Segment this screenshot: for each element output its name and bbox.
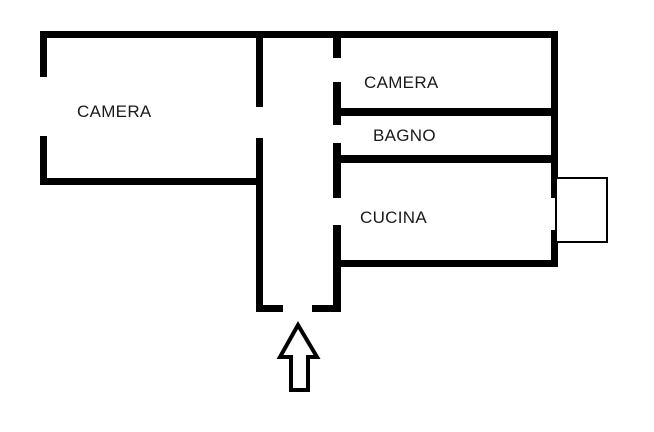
- wall-corridor-left-lower: [256, 138, 263, 312]
- wall-camera-left-bottom: [40, 178, 263, 185]
- wall-corridor-left-upper: [256, 31, 263, 107]
- wall-corridor-right-1: [333, 31, 341, 58]
- wall-cucina-bottom: [333, 260, 558, 267]
- wall-corridor-right-3: [333, 143, 341, 198]
- wall-right-lower: [551, 230, 558, 267]
- wall-top: [40, 31, 558, 38]
- room-label-camera-left: CAMERA: [77, 102, 152, 121]
- wall-divider-camera-bagno: [333, 108, 558, 116]
- room-label-cucina: CUCINA: [360, 208, 427, 227]
- wall-left-lower: [40, 136, 47, 185]
- arrow-up-icon: [276, 321, 321, 392]
- wall-divider-bagno-cucina: [333, 155, 558, 163]
- room-label-camera-right: CAMERA: [364, 73, 439, 92]
- wall-entrance-left: [256, 305, 283, 312]
- room-label-bagno: BAGNO: [373, 126, 436, 145]
- balcony-outline: [555, 177, 608, 243]
- wall-corridor-right-4: [333, 225, 341, 312]
- wall-corridor-right-2: [333, 82, 341, 125]
- wall-entrance-right: [312, 305, 341, 312]
- wall-left-upper: [40, 31, 47, 77]
